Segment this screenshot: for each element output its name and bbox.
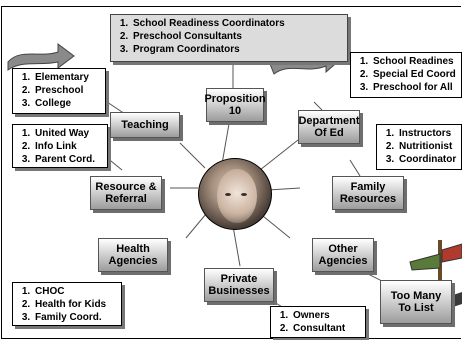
other-node[interactable]: Other Agencies	[312, 238, 374, 272]
resource-label-2: Referral	[105, 193, 147, 205]
resource-node[interactable]: Resource & Referral	[90, 176, 162, 210]
list-item: Program Coordinators	[131, 43, 344, 56]
slide-frame	[1, 6, 461, 339]
list-item: Parent Cord.	[33, 153, 104, 166]
too-many-node[interactable]: Too Many To List	[380, 280, 452, 324]
list-item: United Way	[33, 127, 104, 140]
list-item: School Readines	[371, 55, 458, 68]
list-item: College	[33, 97, 102, 110]
health-label-2: Agencies	[108, 255, 158, 267]
list-item: Preschool for All	[371, 81, 458, 94]
list-item: Preschool Consultants	[131, 30, 344, 43]
private-list: Owners Consultant	[270, 306, 366, 338]
list-item: Nutritionist	[397, 140, 458, 153]
teaching-list: Elementary Preschool College	[12, 68, 106, 114]
list-item: Info Link	[33, 140, 104, 153]
list-item: Family Coord.	[33, 311, 118, 324]
resource-list: United Way Info Link Parent Cord.	[12, 124, 108, 168]
list-item: Preschool	[33, 84, 102, 97]
family-label-1: Family	[350, 181, 386, 193]
too-many-label-2: To List	[398, 302, 434, 314]
private-label-2: Businesses	[208, 285, 270, 297]
health-node[interactable]: Health Agencies	[98, 238, 168, 272]
department-node[interactable]: Department Of Ed	[298, 110, 360, 144]
child-face-photo	[198, 158, 272, 230]
proposition-label-1: Proposition	[204, 93, 266, 105]
proposition-list: School Readiness Coordinators Preschool …	[110, 14, 348, 62]
proposition-node[interactable]: Proposition 10	[204, 88, 266, 122]
list-item: School Readiness Coordinators	[131, 17, 344, 30]
private-node[interactable]: Private Businesses	[204, 268, 274, 302]
department-label-1: Department	[298, 115, 360, 127]
department-list: School Readines Special Ed Coord Prescho…	[350, 52, 462, 98]
list-item: Owners	[291, 309, 362, 322]
family-label-2: Resources	[339, 193, 397, 205]
list-item: Health for Kids	[33, 298, 118, 311]
too-many-label-1: Too Many	[390, 290, 442, 302]
other-label-1: Other	[328, 243, 358, 255]
list-item: Consultant	[291, 322, 362, 335]
other-label-2: Agencies	[318, 255, 368, 267]
gray-arrow-icon	[7, 43, 75, 71]
list-item: Coordinator	[397, 153, 458, 166]
list-item: Instructors	[397, 127, 458, 140]
family-list: Instructors Nutritionist Coordinator	[376, 124, 462, 170]
list-item: Elementary	[33, 71, 102, 84]
private-label-1: Private	[220, 273, 258, 285]
family-node[interactable]: Family Resources	[332, 176, 404, 210]
list-item: Special Ed Coord	[371, 68, 458, 81]
health-list: CHOC Health for Kids Family Coord.	[12, 282, 122, 326]
teaching-label: Teaching	[121, 119, 169, 131]
proposition-label-2: 10	[228, 105, 242, 117]
department-label-2: Of Ed	[314, 127, 344, 139]
health-label-1: Health	[116, 243, 150, 255]
resource-label-1: Resource &	[95, 181, 157, 193]
list-item: CHOC	[33, 285, 118, 298]
teaching-node[interactable]: Teaching	[110, 112, 180, 138]
